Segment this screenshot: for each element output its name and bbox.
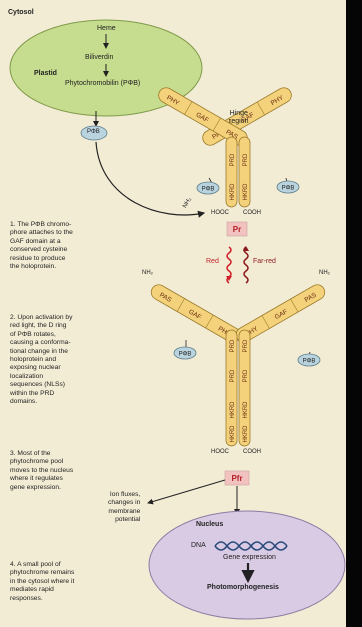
free-pfb-label: PΦB xyxy=(87,129,100,135)
ion-flux-arrow xyxy=(148,480,225,503)
prd-label: PRD xyxy=(243,369,249,382)
nucleus-label: Nucleus xyxy=(196,521,223,528)
hkrd-label: HKRD xyxy=(230,425,236,443)
plastid-label: Plastid xyxy=(34,70,57,77)
step-4-text: 4. A small pool of phytochrome remains i… xyxy=(10,561,106,603)
cytosol-label: Cytosol xyxy=(8,9,34,16)
far-red-light-wave xyxy=(244,247,248,283)
hinge-region-label: Hinge region xyxy=(229,110,248,126)
pfb-label: PΦB xyxy=(179,352,192,358)
hkrd-label: HKRD xyxy=(230,401,236,419)
prd-label: PRD xyxy=(230,339,236,352)
phytochromobilin-label: Phytochromobilin (PΦB) xyxy=(65,80,140,87)
prd-label: PRD xyxy=(243,339,249,352)
hkrd-label: HKRD xyxy=(230,183,236,201)
nh2-label: NH₂ xyxy=(142,270,153,276)
pfb-label: PΦB xyxy=(303,359,316,365)
prd-label: PRD xyxy=(243,153,249,166)
prd-label: PRD xyxy=(230,369,236,382)
pfb-label: PΦB xyxy=(202,187,215,193)
pfb-label: PΦB xyxy=(282,186,295,192)
cooh-label: COOH xyxy=(243,210,261,216)
pr-label: Pr xyxy=(233,225,241,234)
hkrd-label: HKRD xyxy=(243,425,249,443)
far-red-label: Far-red xyxy=(253,258,276,265)
biliverdin-label: Biliverdin xyxy=(85,54,113,61)
nh2-label: NH₂ xyxy=(319,270,330,276)
pfr-label: Pfr xyxy=(231,474,242,483)
hkrd-label: HKRD xyxy=(243,401,249,419)
dna-label: DNA xyxy=(191,542,206,549)
cooh-label: COOH xyxy=(243,449,261,455)
photomorphogenesis-label: Photomorphogenesis xyxy=(207,584,279,591)
step-2-text: 2. Upon activation by red light, the D r… xyxy=(10,314,106,406)
ion-fluxes-label: Ion fluxes, changes in membrane potentia… xyxy=(108,491,140,525)
hkrd-label: HKRD xyxy=(243,183,249,201)
heme-label: Heme xyxy=(97,25,116,32)
red-label: Red xyxy=(206,258,219,265)
prd-label: PRD xyxy=(230,153,236,166)
gene-expression-label: Gene expression xyxy=(223,554,276,561)
step-3-text: 3. Most of the phytochrome pool moves to… xyxy=(10,450,106,492)
hooc-label: HOOC xyxy=(211,449,229,455)
hooc-label: HOOC xyxy=(211,210,229,216)
step-1-text: 1. The PΦB chromo- phore attaches to the… xyxy=(10,221,106,271)
